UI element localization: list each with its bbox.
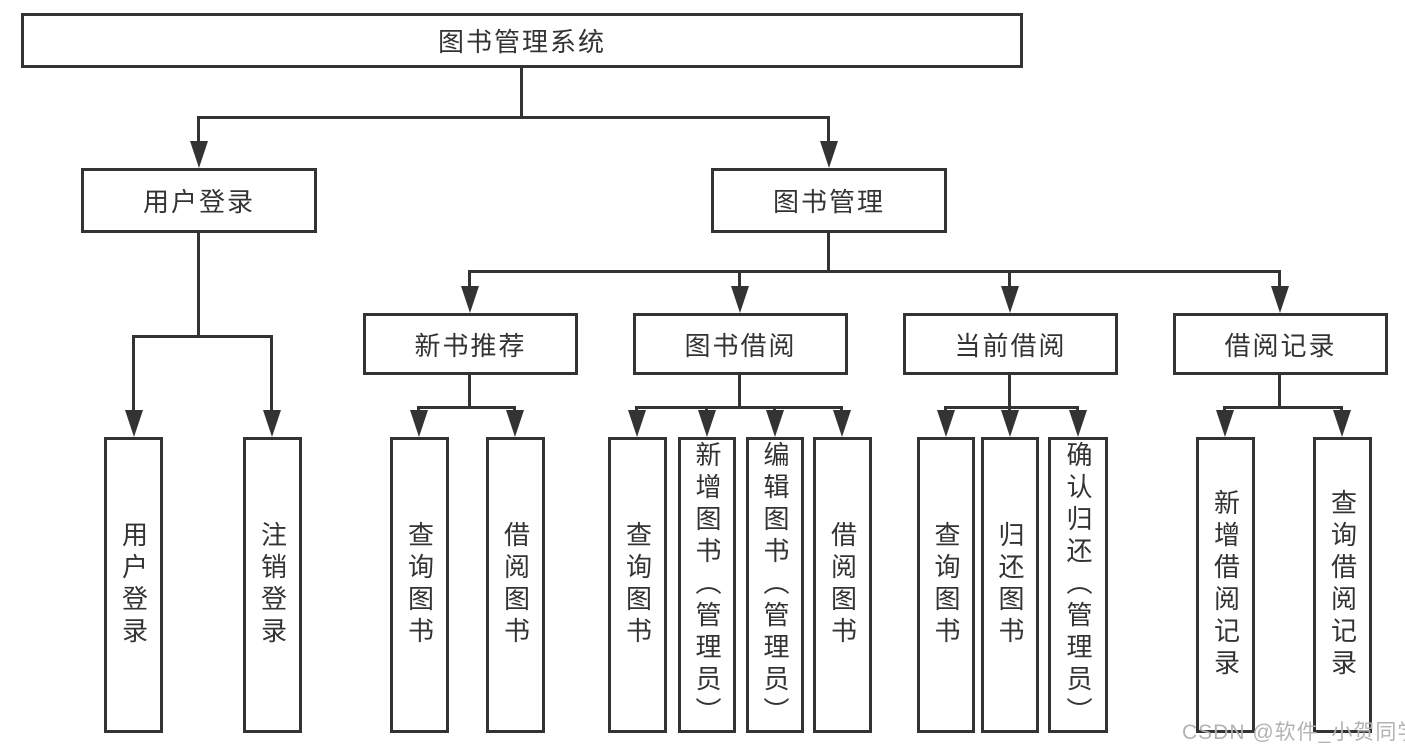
watermark: CSDN @软件_小贺同学 [1182,721,1405,744]
arrow-down-icon [1001,286,1019,313]
arrow-down-icon [698,410,716,437]
arrow-down-icon [766,410,784,437]
node-label: 图书管理 [772,187,885,217]
connector-line [944,406,1079,409]
leaf-label: 归还图书 [995,521,1025,649]
arrow-down-icon [461,286,479,313]
leaf-label: 查询图书 [931,521,961,649]
leaf-logout: 注销登录 [243,437,302,733]
connector-line [520,68,523,119]
leaf-label: 注销登录 [257,521,288,649]
leaf-add-borrow-record: 新增借阅记录 [1196,437,1255,733]
node-library-system: 图书管理系统 [21,13,1023,68]
leaf-label: 用户登录 [118,521,149,649]
connector-line [132,335,273,338]
leaf-add-book-admin: 新增图书（管理员） [678,437,736,733]
node-label: 借阅记录 [1224,330,1337,361]
connector-line [197,116,830,119]
leaf-label: 借阅图书 [827,521,858,649]
arrow-down-icon [937,410,955,437]
connector-line [417,406,516,409]
leaf-label: 确认归还（管理员） [1063,441,1093,729]
leaf-borrow-books: 借阅图书 [813,437,872,733]
leaf-confirm-return-admin: 确认归还（管理员） [1048,437,1108,733]
connector-line [1008,375,1011,409]
node-label: 新书推荐 [414,330,527,361]
connector-line [132,336,135,417]
connector-line [827,233,830,273]
node-current-borrowing: 当前借阅 [903,313,1118,375]
arrow-down-icon [1271,286,1289,313]
leaf-query-borrow-record: 查询借阅记录 [1313,437,1372,733]
leaf-query-books: 查询图书 [390,437,449,733]
connector-line [468,270,1281,273]
leaf-label: 借阅图书 [500,521,531,649]
arrow-down-icon [1333,410,1351,437]
connector-line [738,271,741,293]
node-label: 图书管理系统 [437,27,606,57]
connector-line [197,117,200,148]
arrow-down-icon [731,286,749,313]
node-book-management: 图书管理 [711,168,947,233]
connector-line [197,233,200,338]
arrow-down-icon [1216,410,1234,437]
node-book-borrowing: 图书借阅 [633,313,848,375]
leaf-label: 查询借阅记录 [1327,489,1358,681]
arrow-down-icon [410,410,428,437]
leaf-label: 新增借阅记录 [1210,489,1241,681]
connector-line [827,117,830,148]
leaf-label: 新增图书（管理员） [692,441,722,729]
connector-line [738,375,741,409]
leaf-user-login: 用户登录 [104,437,163,733]
connector-line [468,271,471,293]
connector-line [468,375,471,409]
arrow-down-icon [1069,410,1087,437]
node-label: 当前借阅 [954,330,1067,361]
leaf-label: 查询图书 [622,521,653,649]
node-user-login: 用户登录 [81,168,317,233]
node-label: 图书借阅 [684,330,797,361]
connector-line [1278,271,1281,293]
leaf-borrow-books: 借阅图书 [486,437,545,733]
arrow-down-icon [820,141,838,168]
arrow-down-icon [506,410,524,437]
arrow-down-icon [125,410,143,437]
arrow-down-icon [1001,410,1019,437]
arrow-down-icon [190,141,208,168]
leaf-return-books: 归还图书 [981,437,1039,733]
leaf-label: 查询图书 [404,521,435,649]
connector-line [1278,375,1281,409]
leaf-query-books: 查询图书 [608,437,667,733]
connector-line [270,336,273,417]
connector-line [1008,271,1011,293]
leaf-label: 编辑图书（管理员） [760,441,790,729]
leaf-edit-book-admin: 编辑图书（管理员） [746,437,804,733]
node-borrowing-records: 借阅记录 [1173,313,1388,375]
connector-line [1223,406,1343,409]
node-label: 用户登录 [142,187,255,217]
arrow-down-icon [628,410,646,437]
arrow-down-icon [833,410,851,437]
connector-line [635,406,843,409]
node-new-book-recommendation: 新书推荐 [363,313,578,375]
leaf-query-books: 查询图书 [917,437,975,733]
arrow-down-icon [263,410,281,437]
